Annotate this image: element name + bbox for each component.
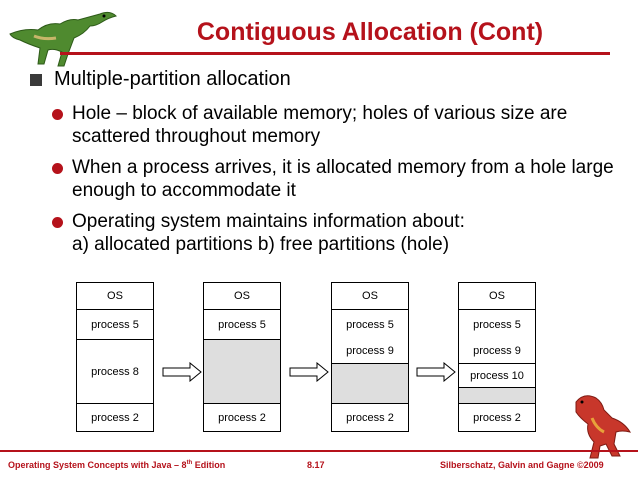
title-divider bbox=[60, 52, 610, 55]
memory-diagram-2: OS process 5 process 2 bbox=[203, 282, 281, 432]
process-segment: process 5 bbox=[459, 309, 535, 339]
os-segment: OS bbox=[107, 290, 123, 302]
process-segment: process 2 bbox=[77, 403, 153, 431]
right-arrow-icon bbox=[162, 362, 202, 382]
process-segment: process 8 bbox=[77, 339, 153, 403]
os-segment: OS bbox=[362, 290, 378, 302]
memory-diagram-1: OS process 5 process 8 process 2 bbox=[76, 282, 154, 432]
right-arrow-icon bbox=[416, 362, 456, 382]
sub-bullet-2: When a process arrives, it is allocated … bbox=[52, 156, 622, 204]
sub-bullet-1: Hole – block of available memory; holes … bbox=[52, 102, 622, 150]
process-segment: process 2 bbox=[204, 403, 280, 431]
process-segment: process 2 bbox=[332, 403, 408, 431]
memory-diagram-3: OS process 5 process 9 process 2 bbox=[331, 282, 409, 432]
sub-bullet-3: Operating system maintains information a… bbox=[52, 210, 622, 258]
hole-segment bbox=[459, 387, 535, 403]
os-segment: OS bbox=[234, 290, 250, 302]
round-bullet-icon bbox=[52, 217, 63, 228]
main-bullet-text: Multiple-partition allocation bbox=[54, 68, 291, 90]
os-segment: OS bbox=[489, 290, 505, 302]
footer-authors: Silberschatz, Galvin and Gagne ©2009 bbox=[440, 460, 604, 470]
main-bullet: Multiple-partition allocation bbox=[30, 68, 291, 91]
square-bullet-icon bbox=[30, 73, 42, 86]
round-bullet-icon bbox=[52, 163, 63, 174]
slide-title: Contiguous Allocation (Cont) bbox=[196, 18, 544, 46]
process-segment: process 10 bbox=[459, 363, 535, 387]
right-arrow-icon bbox=[289, 362, 329, 382]
hole-segment bbox=[332, 363, 408, 403]
process-segment: process 5 bbox=[204, 309, 280, 339]
footer-book-title: Operating System Concepts with Java – 8 bbox=[8, 460, 187, 470]
footer-superscript: th bbox=[186, 460, 193, 466]
sub-bullet-text: When a process arrives, it is allocated … bbox=[72, 157, 614, 201]
memory-diagram-4: OS process 5 process 9 process 10 proces… bbox=[458, 282, 536, 432]
footer-page-number: 8.17 bbox=[307, 460, 325, 470]
dinosaur-mascot-icon bbox=[575, 395, 632, 459]
process-segment: process 5 bbox=[332, 309, 408, 339]
sub-bullet-text: Operating system maintains information a… bbox=[72, 211, 465, 255]
process-segment: process 5 bbox=[77, 309, 153, 339]
footer-edition: Edition bbox=[192, 460, 226, 470]
sub-bullet-text: Hole – block of available memory; holes … bbox=[72, 103, 568, 147]
process-segment: process 9 bbox=[346, 345, 394, 357]
process-segment: process 9 bbox=[473, 345, 521, 357]
hole-segment bbox=[204, 339, 280, 403]
process-segment: process 2 bbox=[459, 403, 535, 431]
footer-divider bbox=[0, 450, 638, 452]
round-bullet-icon bbox=[52, 109, 63, 120]
dinosaur-logo-icon bbox=[9, 11, 117, 67]
footer-left: Operating System Concepts with Java – 8t… bbox=[8, 460, 225, 470]
